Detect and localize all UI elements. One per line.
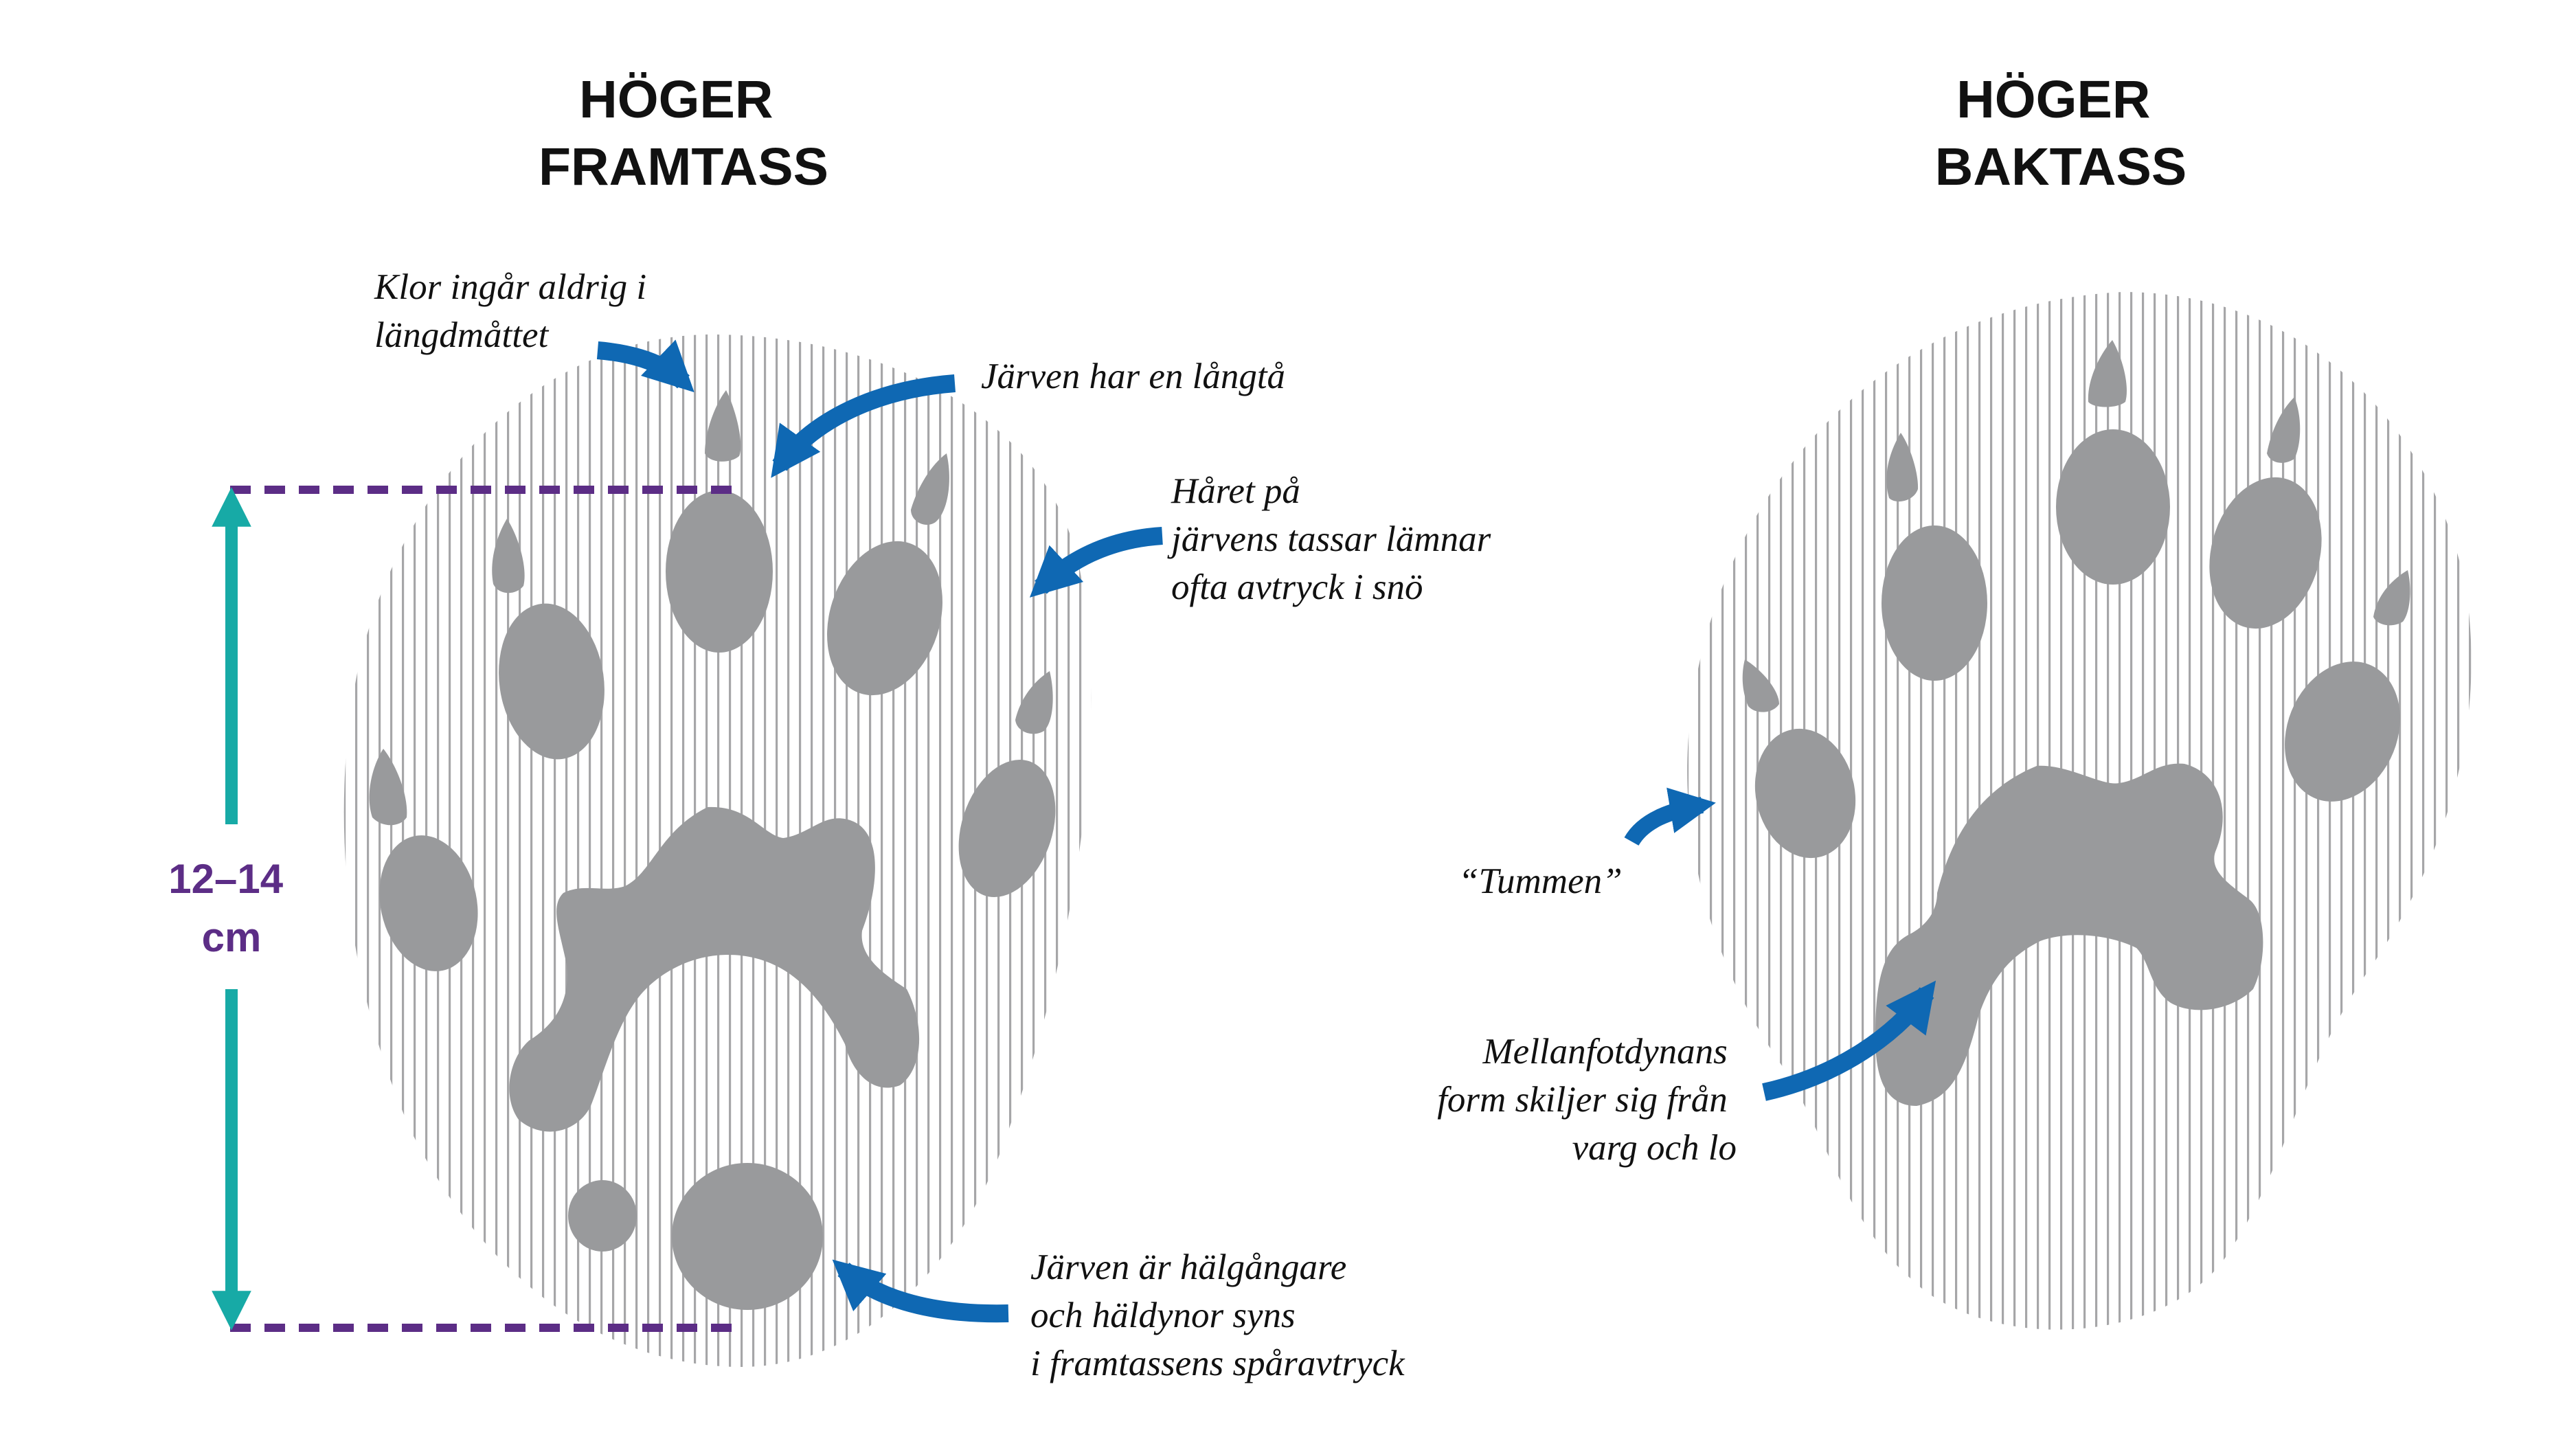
metatarsal-note: Mellanfotdynans form skiljer sig från va… (1437, 1032, 1737, 1168)
front-claw-icon (705, 390, 741, 462)
measure-label-value: 12–14 (168, 856, 283, 902)
front-paw: HÖGER FRAMTASS 12–14 cm (168, 70, 1500, 1383)
hind-paw: HÖGER BAKTASS “Tummen” Mellanfotdynans f… (1437, 70, 2472, 1330)
hind-toe-pad (2209, 477, 2322, 629)
thumb-arrow (1624, 787, 1716, 846)
front-toe-pad (958, 759, 1056, 898)
hind-claw-icon (1742, 659, 1779, 712)
hind-toe-pad (2056, 429, 2170, 585)
claws-arrow (596, 339, 694, 393)
heel-note: Järven är hälgångare och häldynor syns i… (1030, 1247, 1405, 1383)
metatarsal-note-line-1: Mellanfotdynans (1482, 1032, 1728, 1072)
metatarsal-note-line-3: varg och lo (1572, 1128, 1737, 1168)
hind-claw-icon (1886, 433, 1919, 502)
metatarsal-arrow (1762, 980, 1936, 1101)
long-toe-note: Järven har en långtå (981, 357, 1285, 396)
hind-toe-pad (1754, 728, 1856, 859)
front-title: HÖGER FRAMTASS (539, 70, 828, 196)
front-toe-pad (499, 603, 605, 760)
hair-arrow (1029, 527, 1163, 598)
thumb-note-line-1: “Tummen” (1458, 861, 1623, 901)
heel-note-line-1: Järven är hälgångare (1030, 1247, 1346, 1287)
claws-note-line-1: Klor ingår aldrig i (374, 267, 646, 307)
hind-title: HÖGER BAKTASS (1935, 70, 2187, 196)
hind-claw-icon (2373, 570, 2410, 626)
front-toe-pad (379, 835, 478, 971)
hind-toe-pad (2285, 661, 2400, 802)
front-toe-pad (666, 490, 773, 653)
hind-claw-icon (2088, 340, 2127, 407)
heel-arrow (832, 1259, 1009, 1323)
front-toe-pad (827, 541, 942, 696)
thumb-note: “Tummen” (1458, 861, 1623, 901)
hind-claw-icon (2267, 397, 2301, 463)
hind-toe-pad (1882, 525, 1987, 681)
front-claw-icon (1015, 671, 1053, 734)
front-metacarpal-pad (509, 806, 920, 1132)
hair-note: Håret på järvens tassar lämnar ofta avtr… (1167, 471, 1500, 607)
front-claw-icon (369, 749, 407, 826)
measure-label-unit: cm (202, 914, 262, 960)
hair-note-line-1: Håret på (1171, 471, 1300, 511)
hind-title-line-2: BAKTASS (1935, 137, 2187, 196)
hind-metatarsal-pad (1875, 763, 2263, 1106)
claws-note: Klor ingår aldrig i längdmåttet (374, 267, 655, 355)
hind-title-line-1: HÖGER (1956, 70, 2150, 129)
long-toe-note-line-1: Järven har en långtå (981, 357, 1285, 396)
hair-note-line-3: ofta avtryck i snö (1171, 567, 1423, 607)
heel-note-line-3: i framtassens spåravtryck (1030, 1344, 1405, 1383)
heel-note-line-2: och häldynor syns (1030, 1296, 1296, 1335)
measure-label: 12–14 cm (168, 856, 295, 960)
front-title-line-2: FRAMTASS (539, 137, 828, 196)
long-toe-arrow (771, 374, 956, 478)
front-claw-icon (492, 519, 525, 593)
metatarsal-note-line-2: form skiljer sig från (1437, 1080, 1728, 1120)
front-heel-pad-large (672, 1163, 823, 1310)
hair-note-line-2: järvens tassar lämnar (1167, 519, 1491, 559)
front-title-line-1: HÖGER (579, 70, 773, 129)
claws-note-line-2: längdmåttet (374, 315, 549, 355)
front-heel-pad-small (568, 1180, 637, 1252)
front-claw-icon (911, 453, 949, 525)
